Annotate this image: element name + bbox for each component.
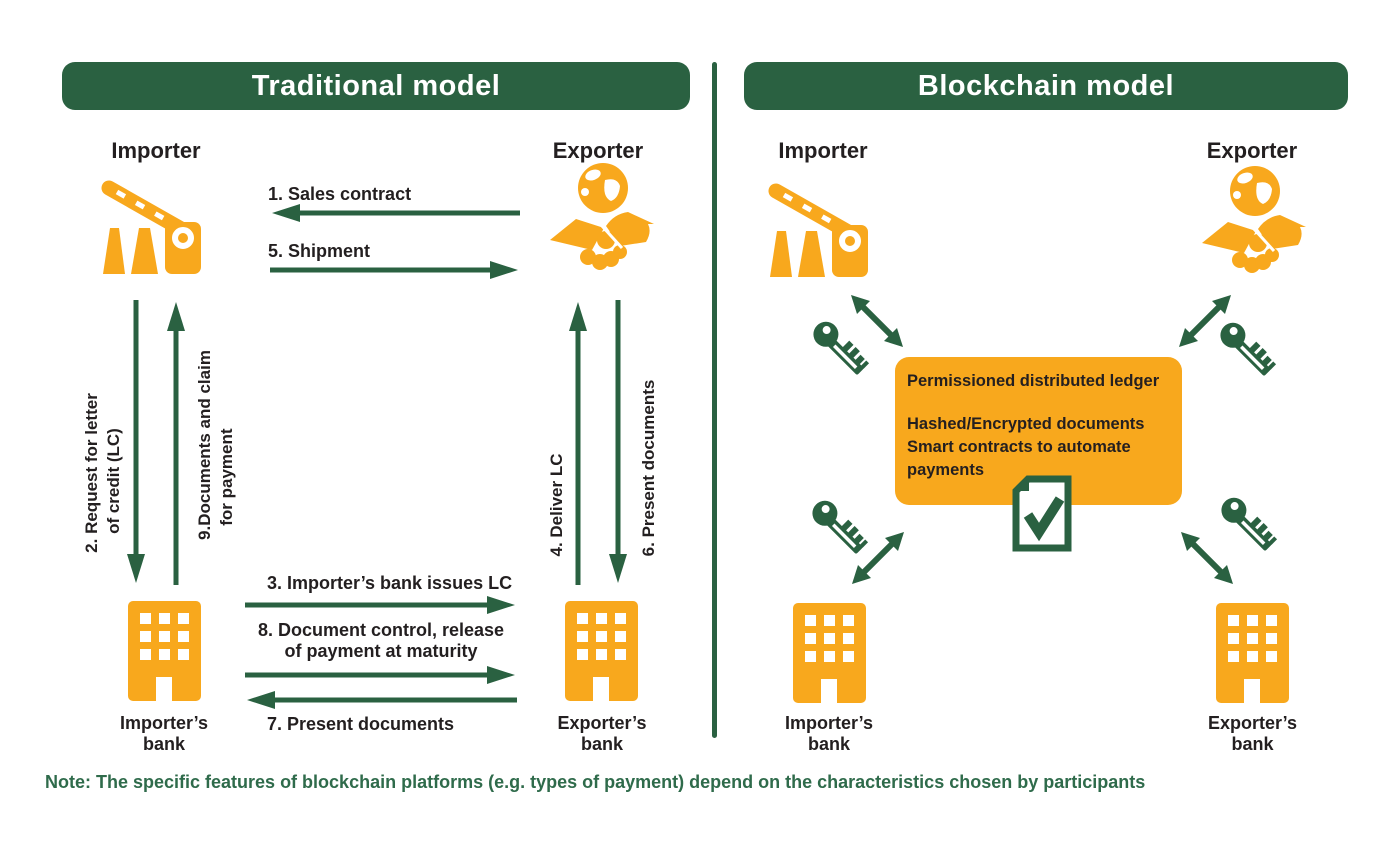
present-documents-between-banks-label: 7. Present documents bbox=[267, 714, 455, 734]
exporter-label-left: Exporter bbox=[552, 138, 644, 163]
arrow-request-lc bbox=[126, 300, 146, 590]
exporter-bank-icon-left bbox=[565, 601, 638, 710]
road-barrier-icon bbox=[762, 173, 884, 290]
sales-contract-label: 1. Sales contract bbox=[268, 184, 412, 204]
double-arrow-icon bbox=[1176, 527, 1238, 594]
panel-divider bbox=[712, 62, 717, 738]
arrow-sales-contract bbox=[270, 203, 520, 228]
key-icon bbox=[1211, 489, 1284, 562]
arrow-document-control bbox=[245, 665, 517, 690]
deliver-lc-label: 4. Deliver LC bbox=[546, 453, 566, 557]
key-icon bbox=[1210, 314, 1283, 387]
importer-bank-label-right: Importer’s bank bbox=[784, 713, 874, 754]
bank-issues-lc-label: 3. Importer’s bank issues LC bbox=[267, 573, 513, 593]
traditional-model-header: Traditional model bbox=[62, 62, 690, 110]
footer-note: Note: The specific features of blockchai… bbox=[45, 772, 1146, 792]
double-arrow-icon bbox=[1174, 290, 1236, 357]
importer-bank-icon-right bbox=[793, 603, 866, 712]
exporter-bank-icon-right bbox=[1216, 603, 1289, 712]
permissioned-ledger-box: Permissioned distributed ledger Hashed/E… bbox=[895, 357, 1182, 505]
globe-handshake-icon bbox=[1200, 165, 1308, 295]
arrow-bank-issues-lc bbox=[245, 595, 517, 620]
importer-label-right: Importer bbox=[778, 138, 868, 163]
documents-claim-label: 9.Documents and claim for payment bbox=[194, 350, 236, 540]
importer-bank-label-left: Importer’s bank bbox=[119, 713, 209, 754]
arrow-deliver-lc bbox=[568, 300, 588, 590]
road-barrier-icon bbox=[95, 170, 217, 287]
ledger-body: Hashed/Encrypted documents Smart contrac… bbox=[907, 415, 1145, 479]
blockchain-model-title: Blockchain model bbox=[917, 69, 1175, 102]
request-lc-label: 2. Request for letter of credit (LC) bbox=[81, 393, 123, 553]
importer-bank-icon-left bbox=[128, 601, 201, 710]
traditional-model-title: Traditional model bbox=[251, 69, 501, 102]
globe-handshake-icon bbox=[548, 162, 656, 292]
shipment-label: 5. Shipment bbox=[268, 241, 371, 261]
double-arrow-icon bbox=[846, 290, 908, 357]
arrow-documents-claim bbox=[166, 300, 186, 590]
present-documents-to-bank-label: 6. Present documents bbox=[638, 379, 658, 557]
document-check-icon bbox=[1011, 475, 1075, 558]
key-icon bbox=[802, 492, 875, 565]
document-control-label: 8. Document control, release of payment … bbox=[257, 620, 505, 662]
double-arrow-icon bbox=[847, 527, 909, 594]
importer-label-left: Importer bbox=[111, 138, 201, 163]
exporter-label-right: Exporter bbox=[1206, 138, 1298, 163]
exporter-bank-label-left: Exporter’s bank bbox=[557, 713, 647, 754]
blockchain-model-header: Blockchain model bbox=[744, 62, 1348, 110]
arrow-present-documents-between-banks bbox=[245, 690, 517, 715]
exporter-bank-label-right: Exporter’s bank bbox=[1207, 713, 1298, 754]
key-icon bbox=[803, 313, 876, 386]
arrow-shipment bbox=[270, 260, 520, 285]
ledger-title: Permissioned distributed ledger bbox=[907, 372, 1160, 390]
arrow-present-documents-to-bank bbox=[608, 300, 628, 590]
